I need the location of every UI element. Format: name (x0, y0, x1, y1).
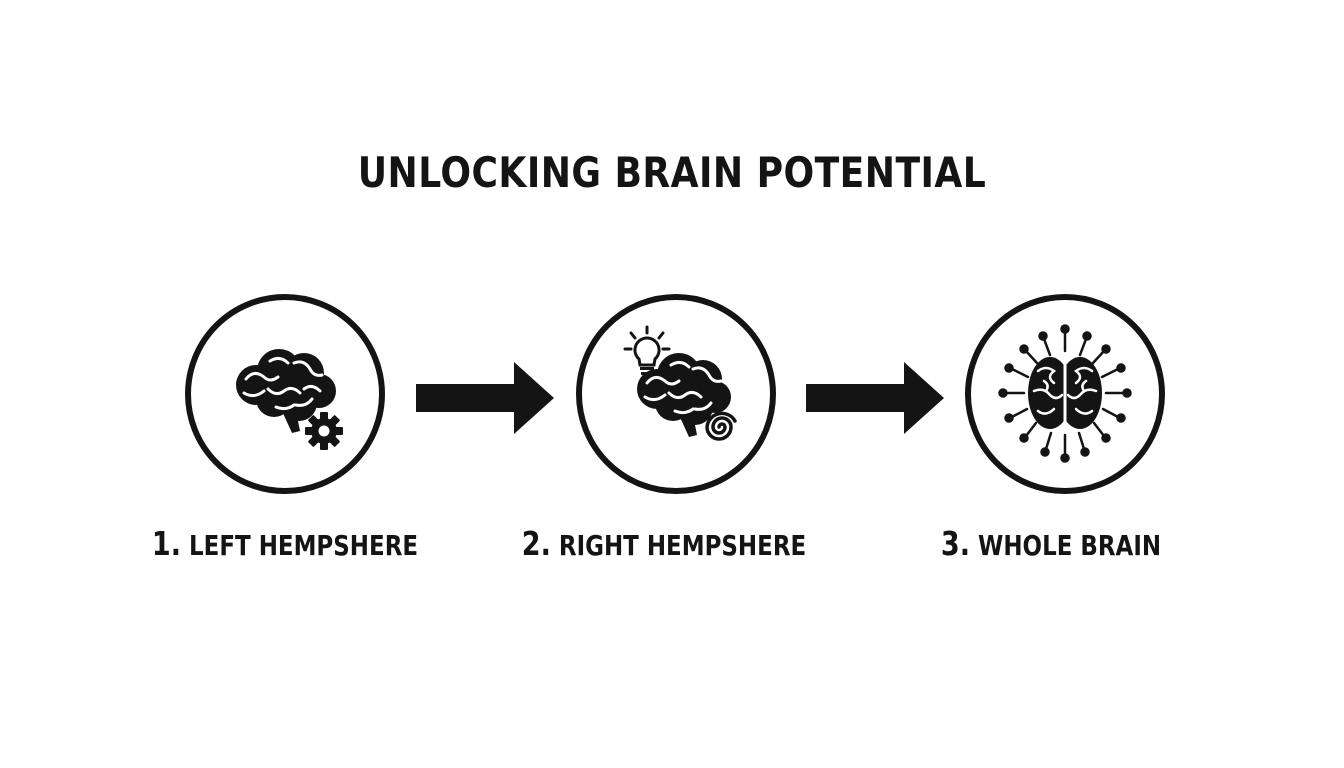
arrow-right-icon (416, 362, 554, 434)
brain-with-gear-icon (185, 294, 385, 494)
step-2-number: 2. (521, 524, 551, 563)
arrow-right-icon (806, 362, 944, 434)
arrow-right-2 (806, 362, 944, 434)
diagram-title: UNLOCKING BRAIN POTENTIAL (357, 148, 987, 197)
step-3-number: 3. (940, 524, 971, 563)
brain-with-lightbulb-and-spiral-icon (576, 294, 776, 494)
brain-with-radiating-connections-icon (965, 294, 1165, 494)
step-3-label: 3. WHOLE BRAIN (903, 524, 1198, 563)
step-2-text: RIGHT HEMPSHERE (558, 529, 807, 562)
step-1-text: LEFT HEMPSHERE (189, 529, 419, 562)
step-3-circle (964, 293, 1166, 495)
step-2-circle (575, 293, 777, 495)
step-1-label: 1. LEFT HEMPSHERE (137, 524, 432, 563)
step-2-label: 2. RIGHT HEMPSHERE (516, 524, 811, 563)
arrow-right-1 (416, 362, 554, 434)
step-3-text: WHOLE BRAIN (978, 529, 1162, 562)
spiral-icon (705, 411, 737, 441)
step-1-number: 1. (151, 524, 182, 563)
step-1-circle (184, 293, 386, 495)
